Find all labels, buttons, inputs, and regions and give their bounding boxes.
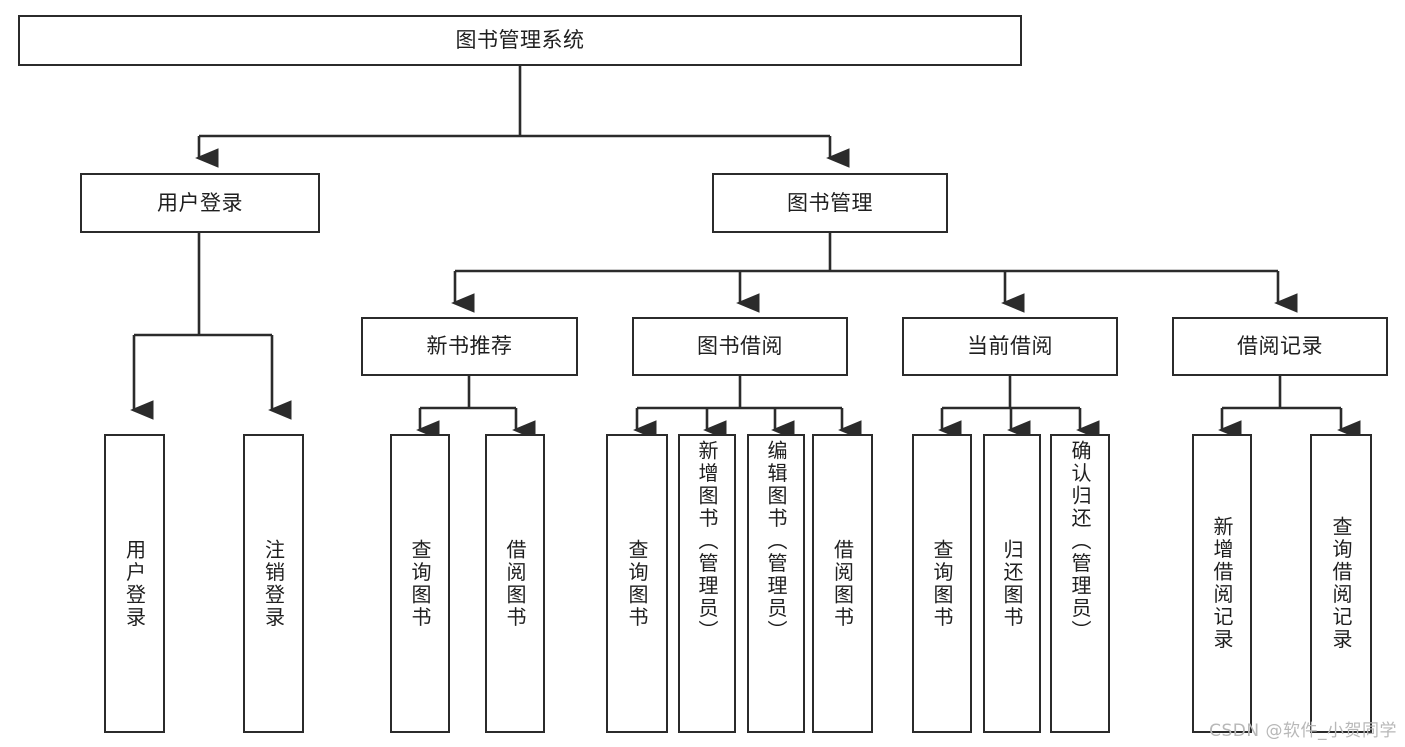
leaf-borrow-book-1[interactable]: 借阅图书 xyxy=(485,434,545,733)
leaf-return-book-label: 归还图书 xyxy=(1000,538,1024,629)
leaf-confirm-return-label: 确认归还（管理员） xyxy=(1068,440,1092,643)
leaf-return-book[interactable]: 归还图书 xyxy=(983,434,1041,733)
node-new-book-recommend-label: 新书推荐 xyxy=(426,334,513,359)
node-book-borrow-label: 图书借阅 xyxy=(697,334,783,359)
leaf-query-record[interactable]: 查询借阅记录 xyxy=(1310,434,1372,733)
leaf-query-book-2[interactable]: 查询图书 xyxy=(606,434,668,733)
leaf-borrow-book-1-label: 借阅图书 xyxy=(503,538,527,629)
leaf-query-book-1[interactable]: 查询图书 xyxy=(390,434,450,733)
leaf-add-book[interactable]: 新增图书（管理员） xyxy=(678,434,736,733)
leaf-user-login-label: 用户登录 xyxy=(122,538,147,629)
node-current-borrow-label: 当前借阅 xyxy=(967,334,1053,359)
leaf-confirm-return[interactable]: 确认归还（管理员） xyxy=(1050,434,1110,733)
leaf-user-login[interactable]: 用户登录 xyxy=(104,434,165,733)
node-borrow-record[interactable]: 借阅记录 xyxy=(1172,317,1388,376)
node-root[interactable]: 图书管理系统 xyxy=(18,15,1022,66)
leaf-query-book-3-label: 查询图书 xyxy=(930,538,954,629)
leaf-query-book-1-label: 查询图书 xyxy=(408,538,432,629)
leaf-add-record-label: 新增借阅记录 xyxy=(1210,516,1234,651)
leaf-borrow-book-2[interactable]: 借阅图书 xyxy=(812,434,873,733)
node-new-book-recommend[interactable]: 新书推荐 xyxy=(361,317,578,376)
leaf-edit-book[interactable]: 编辑图书（管理员） xyxy=(747,434,805,733)
leaf-edit-book-label: 编辑图书（管理员） xyxy=(764,440,788,643)
leaf-add-book-label: 新增图书（管理员） xyxy=(695,440,719,643)
node-root-label: 图书管理系统 xyxy=(455,28,585,53)
node-book-management[interactable]: 图书管理 xyxy=(712,173,948,233)
leaf-query-book-3[interactable]: 查询图书 xyxy=(912,434,972,733)
leaf-borrow-book-2-label: 借阅图书 xyxy=(830,538,855,629)
node-book-borrow[interactable]: 图书借阅 xyxy=(632,317,848,376)
leaf-add-record[interactable]: 新增借阅记录 xyxy=(1192,434,1252,733)
leaf-logout[interactable]: 注销登录 xyxy=(243,434,304,733)
node-user-login-label: 用户登录 xyxy=(157,190,243,215)
leaf-query-book-2-label: 查询图书 xyxy=(625,538,649,629)
leaf-logout-label: 注销登录 xyxy=(261,538,286,629)
node-current-borrow[interactable]: 当前借阅 xyxy=(902,317,1118,376)
node-borrow-record-label: 借阅记录 xyxy=(1237,334,1323,359)
watermark-text: CSDN @软件_小贺同学 xyxy=(1209,721,1397,741)
node-book-management-label: 图书管理 xyxy=(787,190,873,215)
leaf-query-record-label: 查询借阅记录 xyxy=(1329,516,1353,651)
node-user-login[interactable]: 用户登录 xyxy=(80,173,320,233)
